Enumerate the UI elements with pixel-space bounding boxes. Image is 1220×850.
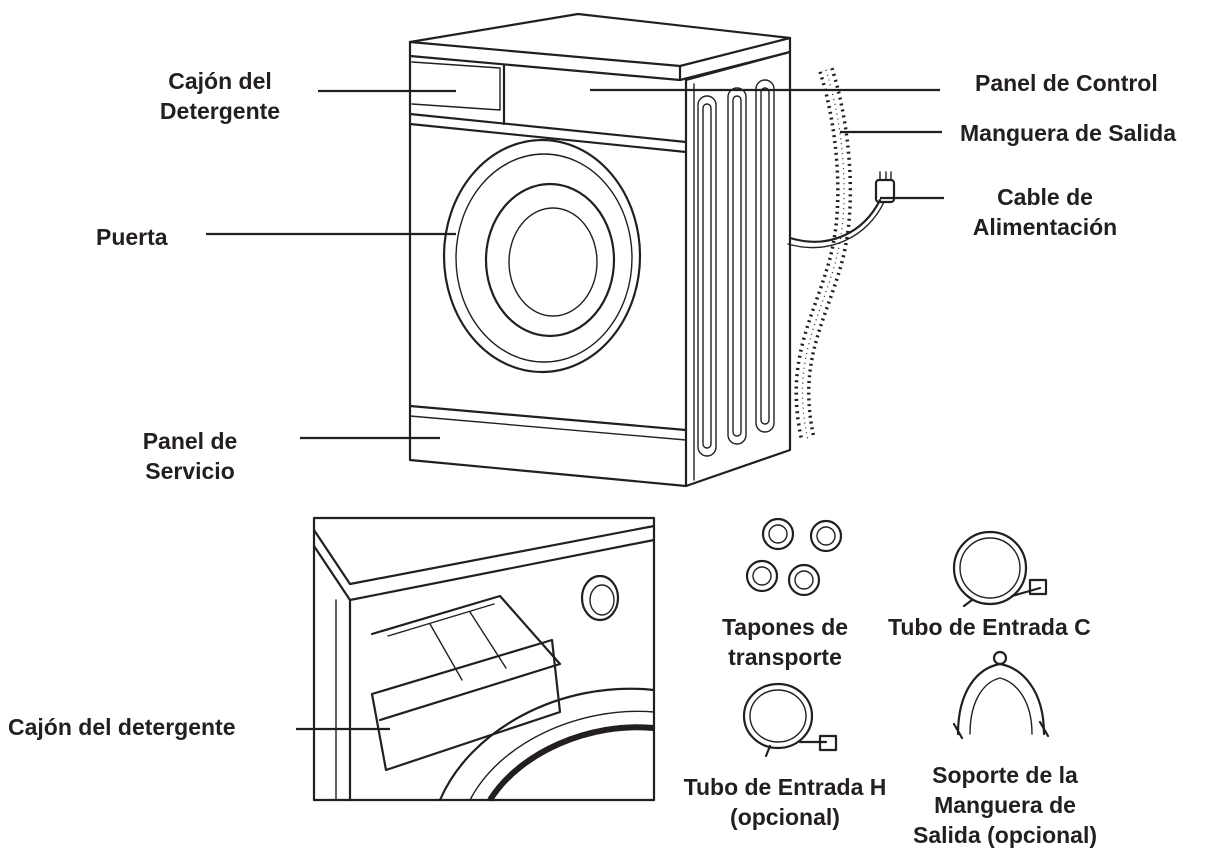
- door-porthole: [442, 138, 642, 374]
- label-detergent-drawer: Cajón del Detergente: [159, 68, 281, 124]
- label-drain-hose: Manguera de Salida: [960, 120, 1177, 146]
- leader-lines: [206, 88, 944, 731]
- inlet-hose-c: [952, 530, 1048, 608]
- label-inlet-hose-h: Tubo de Entrada H (opcional): [683, 774, 887, 830]
- transport-plugs: [745, 517, 843, 597]
- machine-side: [684, 50, 792, 488]
- hose-support: [952, 650, 1050, 740]
- label-power-cable: Cable de Alimentación: [972, 184, 1118, 240]
- label-drawer-detail: Cajón del detergente: [8, 714, 236, 740]
- label-transport-plugs: Tapones de transporte: [721, 614, 849, 670]
- label-hose-support: Soporte de la Manguera de Salida (opcion…: [912, 762, 1098, 848]
- machine-front: [408, 54, 688, 488]
- label-door: Puerta: [96, 224, 168, 250]
- machine-top: [408, 12, 792, 82]
- label-service-panel: Panel de Servicio: [142, 428, 238, 484]
- label-control-panel: Panel de Control: [975, 70, 1158, 96]
- inlet-hose-h: [742, 682, 838, 758]
- drain-hose: [794, 67, 853, 442]
- label-inlet-hose-c: Tubo de Entrada C: [888, 614, 1091, 640]
- drawer-detail-inset: [312, 516, 656, 802]
- power-cable: [787, 171, 896, 249]
